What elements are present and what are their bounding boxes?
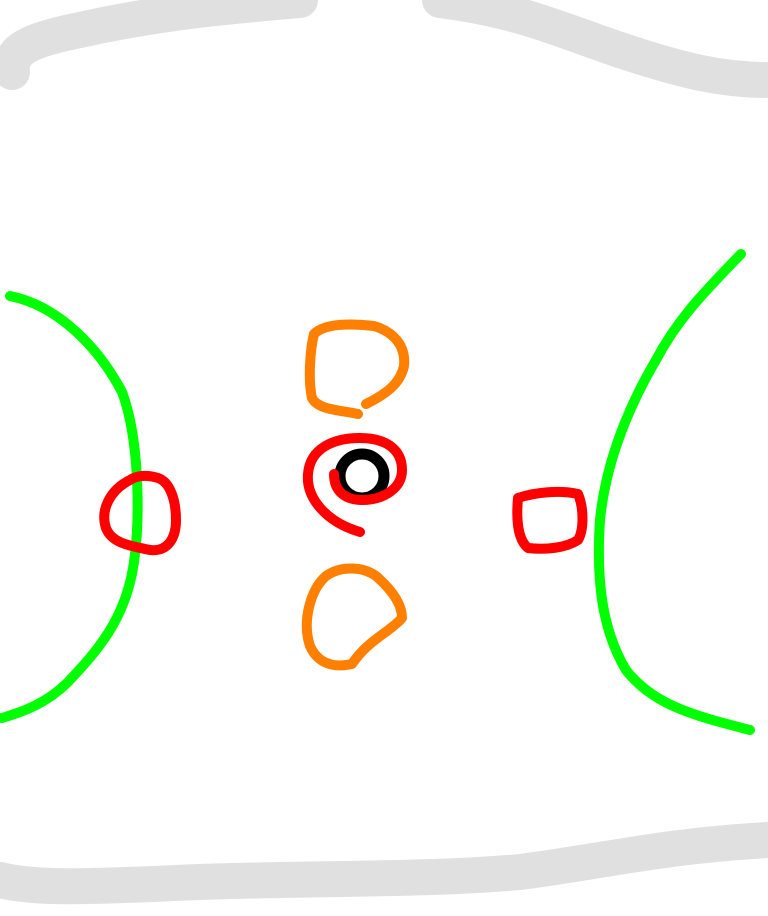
bottom-border-stroke [0, 822, 768, 905]
right-red-loop [512, 486, 588, 554]
right-green-arc [593, 249, 755, 735]
bottom-orange-loop [301, 563, 407, 671]
top-border-stroke [0, 0, 768, 98]
left-red-loop [99, 470, 181, 556]
top-orange-loop [304, 319, 410, 419]
center-red-loop [302, 433, 407, 537]
left-green-arc [0, 291, 143, 723]
